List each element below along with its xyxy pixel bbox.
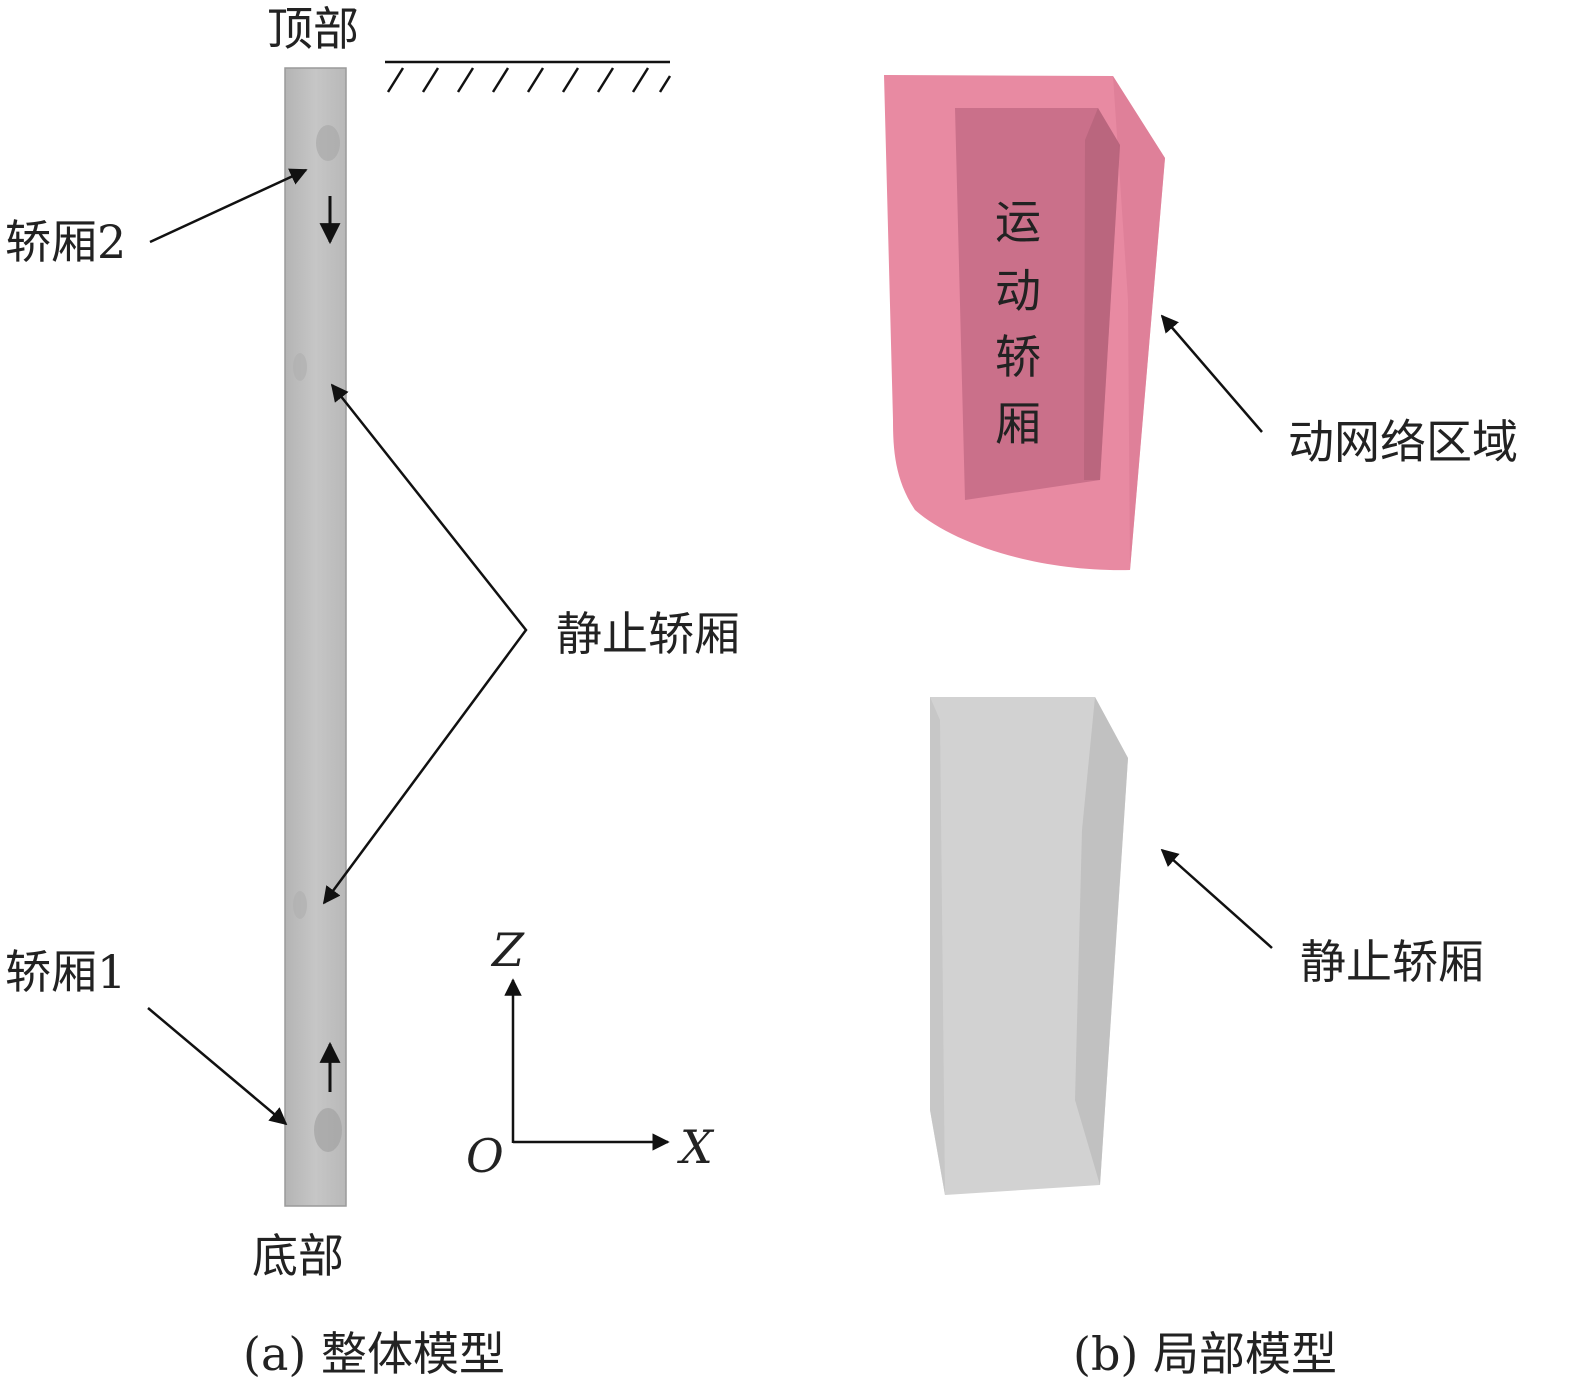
moving-car-char-4: 厢 <box>995 397 1041 451</box>
caption-a: (a) 整体模型 <box>243 1327 505 1381</box>
fixed-ceiling-hatch <box>385 60 672 93</box>
z-axis-label: Z <box>490 923 525 977</box>
moving-car-char-1: 运 <box>995 195 1041 249</box>
panel-a: 顶部 底部 轿厢2 轿厢1 静止轿厢 Z X O (a) 整体模型 <box>5 2 740 1381</box>
static-car-label-a: 静止轿厢 <box>556 607 740 661</box>
dynamic-mesh-leader <box>1160 314 1263 433</box>
car-2-leader <box>149 168 308 244</box>
moving-car-char-2: 动 <box>995 264 1041 318</box>
static-car-side-face <box>1075 697 1128 1185</box>
static-car-marker-lower <box>293 891 307 919</box>
moving-car-char-3: 轿 <box>995 330 1041 384</box>
static-car-leader-b <box>1160 848 1273 949</box>
top-label: 顶部 <box>267 2 359 56</box>
caption-b: (b) 局部模型 <box>1073 1327 1337 1381</box>
origin-label: O <box>466 1129 504 1183</box>
dynamic-mesh-side-face <box>1113 76 1165 570</box>
static-car-leader <box>322 383 528 905</box>
moving-car-side-face <box>1084 108 1120 480</box>
moving-car <box>955 108 1120 500</box>
car-1-label: 轿厢1 <box>5 945 126 999</box>
x-axis-label: X <box>677 1120 715 1174</box>
panel-b: 运 动 轿 厢 动网络区域 静止轿厢 (b) 局部模型 <box>884 75 1518 1381</box>
static-car-marker-upper <box>293 353 307 381</box>
elevator-shaft <box>284 67 347 1207</box>
dynamic-mesh-label: 动网络区域 <box>1288 415 1518 469</box>
car-1-marker <box>314 1108 342 1152</box>
car-1-leader <box>147 1007 288 1126</box>
static-car-front-edge <box>930 697 945 1195</box>
bottom-label: 底部 <box>252 1229 344 1283</box>
car-2-label: 轿厢2 <box>5 215 126 269</box>
car-2-marker <box>316 125 340 161</box>
static-car-label-b: 静止轿厢 <box>1300 935 1484 989</box>
coordinate-axes: Z X O <box>466 923 715 1183</box>
